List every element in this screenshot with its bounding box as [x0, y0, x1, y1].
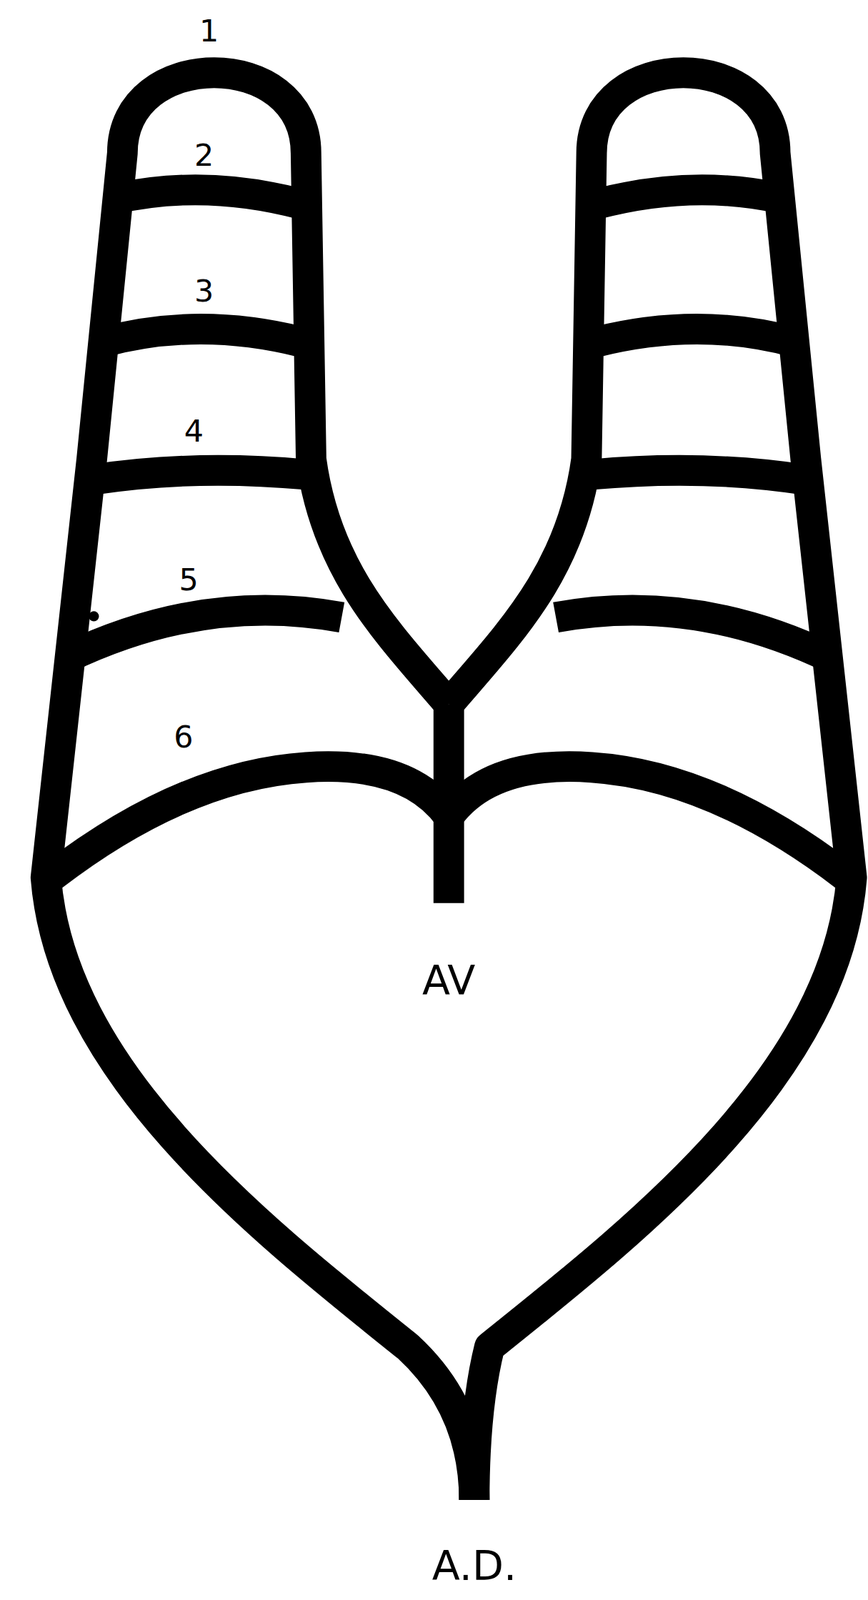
right-dorsal-aorta	[448, 72, 852, 1500]
vessel-label: AV	[422, 960, 476, 1002]
arch-5-right	[555, 610, 831, 658]
arch-6-right	[448, 766, 845, 876]
arch-3-right	[596, 329, 794, 343]
callout-number: 4	[184, 415, 204, 446]
stray-dot	[88, 610, 99, 621]
callout-number: 2	[194, 140, 214, 171]
callout-number: 3	[194, 275, 214, 306]
arch-6-left	[52, 766, 449, 876]
vessel-label: A.D.	[432, 1545, 517, 1586]
arch-4-left	[93, 470, 306, 480]
arch-4-right	[591, 470, 804, 480]
arch-2-right	[596, 190, 783, 205]
callout-number: 1	[199, 15, 219, 46]
arch-3-left	[104, 329, 302, 343]
callout-number: 6	[173, 720, 193, 752]
callout-number: 5	[179, 564, 199, 596]
left-dorsal-aorta	[45, 72, 475, 1500]
arch-5-left	[66, 610, 342, 658]
arch-2-left	[114, 190, 301, 205]
